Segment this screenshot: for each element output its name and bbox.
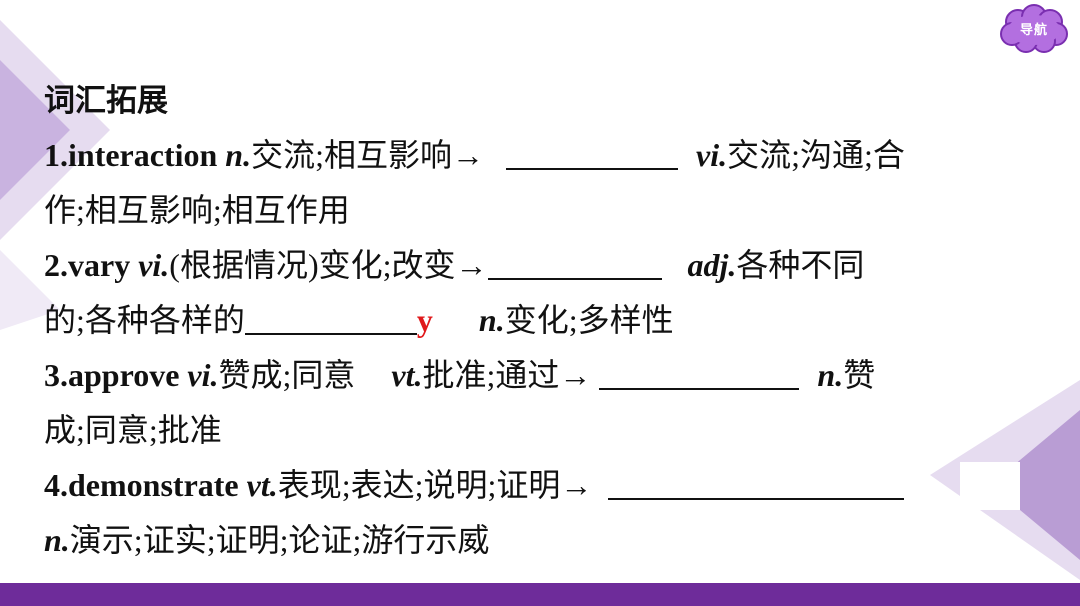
nav-button-label: 导航 <box>1019 23 1048 38</box>
vocab-item-1-line-2: 作;相互影响;相互作用 <box>44 192 350 228</box>
part-of-speech: n. <box>44 522 70 558</box>
answer-text: y <box>416 302 433 338</box>
part-of-speech: vi. <box>138 247 170 283</box>
vocab-word: 4.demonstrate <box>44 467 239 503</box>
vocab-item-1-line-1: 1.interaction n.交流;相互影响→ vi.交流;沟通;合 <box>44 128 1044 183</box>
vocab-word: 3.approve <box>44 357 180 393</box>
part-of-speech: adj. <box>687 247 737 283</box>
meaning: 批准;通过→ <box>422 357 592 393</box>
vocab-word: 1.interaction <box>44 137 218 173</box>
vocab-item-3-line-1: 3.approve vi.赞成;同意 vt.批准;通过→ n.赞 <box>44 348 1044 403</box>
part-of-speech: n. <box>478 302 505 338</box>
vocab-item-4-line-2: n.演示;证实;证明;论证;游行示威 <box>44 513 1044 568</box>
answer-blank[interactable] <box>608 464 905 500</box>
white-patch <box>960 462 1020 510</box>
answer-blank[interactable] <box>506 134 678 170</box>
vocab-item-2-line-2: 的;各种各样的 y n.变化;多样性 <box>44 293 1044 348</box>
meaning: 赞 <box>843 357 876 393</box>
meaning: 表现;表达;说明;证明→ <box>277 467 593 503</box>
meaning: (根据情况)变化;改变→ <box>169 247 488 283</box>
answer-blank[interactable] <box>244 299 417 335</box>
vocab-item-4-line-1: 4.demonstrate vt.表现;表达;说明;证明→ <box>44 458 1044 513</box>
part-of-speech: vt. <box>246 467 278 503</box>
vocab-item-3-line-2: 成;同意;批准 <box>44 412 222 448</box>
meaning: 演示;证实;证明;论证;游行示威 <box>69 522 490 558</box>
answer-blank[interactable] <box>487 244 662 280</box>
cloud-icon <box>1000 4 1068 53</box>
meaning: 各种不同 <box>736 247 865 283</box>
meaning: 交流;沟通;合 <box>727 137 905 173</box>
part-of-speech: n. <box>817 357 844 393</box>
meaning: 变化;多样性 <box>504 302 674 338</box>
bottom-bar <box>0 583 1080 606</box>
part-of-speech: vi. <box>187 357 219 393</box>
part-of-speech: n. <box>225 137 252 173</box>
vocab-word: 2.vary <box>44 247 131 283</box>
vocabulary-section: 词汇拓展 1.interaction n.交流;相互影响→vi.交流;沟通;合 … <box>44 74 1044 568</box>
vocab-item-2-line-1: 2.vary vi.(根据情况)变化;改变→ adj.各种不同 <box>44 238 1044 293</box>
decorative-triangle-left <box>0 20 110 330</box>
meaning: 的;各种各样的 <box>44 302 245 338</box>
section-title: 词汇拓展 <box>44 83 168 119</box>
meaning: 交流;相互影响→ <box>251 137 484 173</box>
nav-button[interactable]: 导航 <box>998 4 1070 54</box>
answer-blank[interactable] <box>599 354 800 390</box>
part-of-speech: vt. <box>391 357 423 393</box>
meaning: 赞成;同意 <box>218 357 356 393</box>
part-of-speech: vi. <box>696 137 728 173</box>
